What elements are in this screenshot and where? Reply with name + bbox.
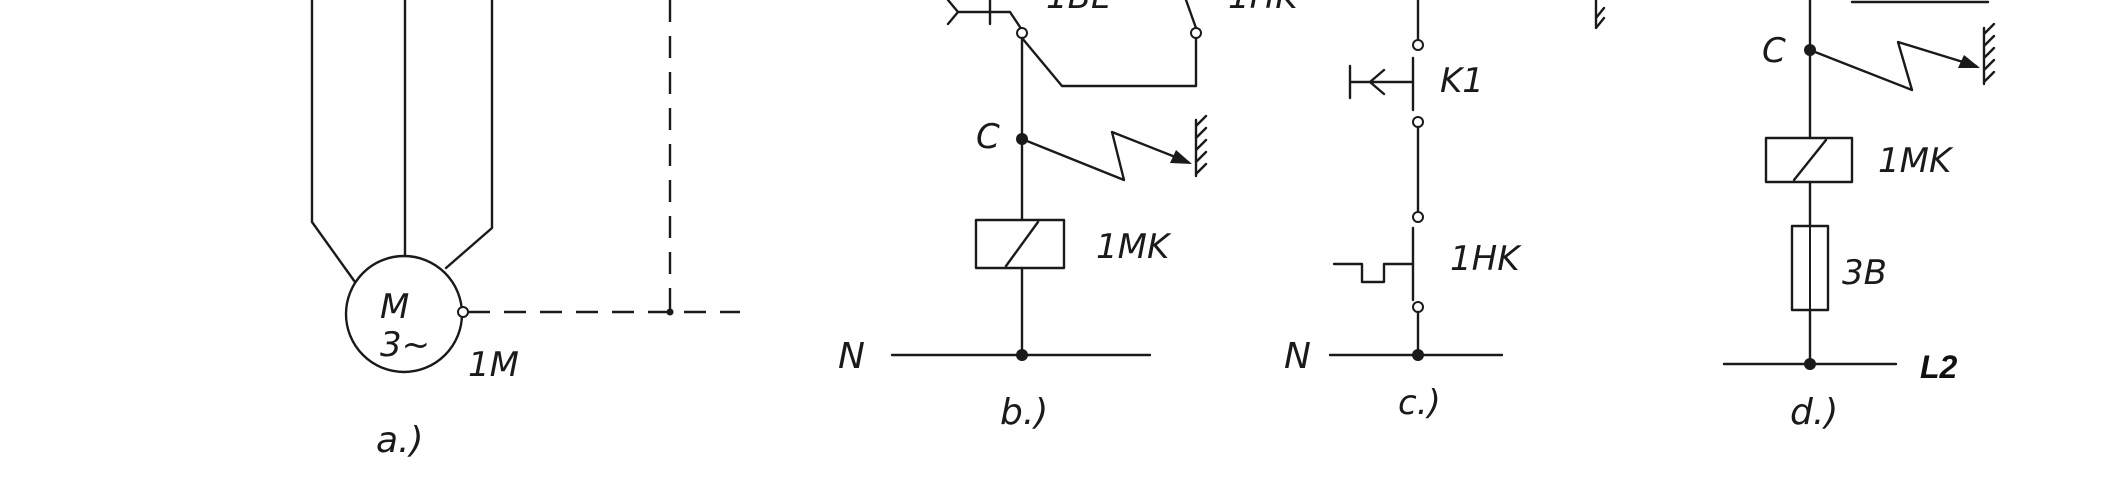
1hk-actuator <box>1332 262 1415 284</box>
latch-zigzag-b <box>1020 130 1190 182</box>
line-dot-d <box>1804 358 1816 370</box>
caption-d: d.) <box>1790 392 1838 433</box>
contact-node-right <box>1190 27 1202 39</box>
line-label-l2: L2 <box>1920 349 1958 385</box>
node-c-label-b: C <box>976 117 1000 157</box>
k1-node-bottom <box>1412 116 1424 128</box>
label-1hk-top: 1HK <box>1228 0 1300 17</box>
relay-coil-b <box>974 218 1066 270</box>
caption-c: c.) <box>1398 383 1441 423</box>
panel-c: K1 1HK N c.) <box>1284 0 1606 423</box>
k1-actuator <box>1348 64 1415 100</box>
ground-hatch-partial <box>1594 0 1606 30</box>
link-junction <box>666 308 674 316</box>
contact-1hk-top <box>1184 0 1198 30</box>
neutral-dot-c <box>1412 349 1424 361</box>
1hk-node-top <box>1412 211 1424 223</box>
motor-terminal <box>457 306 469 318</box>
motor-phase: 3~ <box>380 325 430 365</box>
neutral-label-c: N <box>1284 336 1311 377</box>
panel-a: M 3~ 1M a.) <box>310 0 740 461</box>
panel-d: C 1MK 3B L2 d.) <box>1722 0 1996 433</box>
motor-wire-left <box>310 0 357 284</box>
1hk-label: 1HK <box>1450 239 1522 279</box>
node-c-label-d: C <box>1762 31 1786 71</box>
caption-a: a.) <box>376 420 424 461</box>
k1-label: K1 <box>1440 61 1484 101</box>
latch-arrow-b <box>1170 150 1192 164</box>
1hk-node-bottom <box>1412 301 1424 313</box>
contact-node-left <box>1016 27 1028 39</box>
ground-hatch-b <box>1194 114 1208 178</box>
neutral-label-b: N <box>838 336 865 377</box>
neutral-dot-b <box>1016 349 1028 361</box>
label-1bl: 1BL <box>1046 0 1110 17</box>
latch-zigzag-d <box>1808 40 1978 92</box>
bypass-wire <box>1020 36 1198 88</box>
relay-label-b: 1MK <box>1096 227 1172 267</box>
fuse-label: 3B <box>1842 253 1887 293</box>
k1-node-top <box>1412 39 1424 51</box>
panel-b: 1BL 1HK C 1MK N b.) <box>838 0 1300 433</box>
relay-label-d: 1MK <box>1878 141 1954 181</box>
latch-arrow-d <box>1958 55 1980 68</box>
motor-symbol: M <box>380 287 409 327</box>
motor-wire-right <box>444 0 494 270</box>
relay-coil-slash-b <box>1004 220 1040 268</box>
relay-coil-slash-d <box>1792 138 1828 182</box>
caption-b: b.) <box>1000 392 1048 433</box>
pushbutton-symbol <box>946 0 1024 32</box>
ground-hatch-d <box>1982 22 1996 86</box>
motor-label: 1M <box>468 345 519 385</box>
